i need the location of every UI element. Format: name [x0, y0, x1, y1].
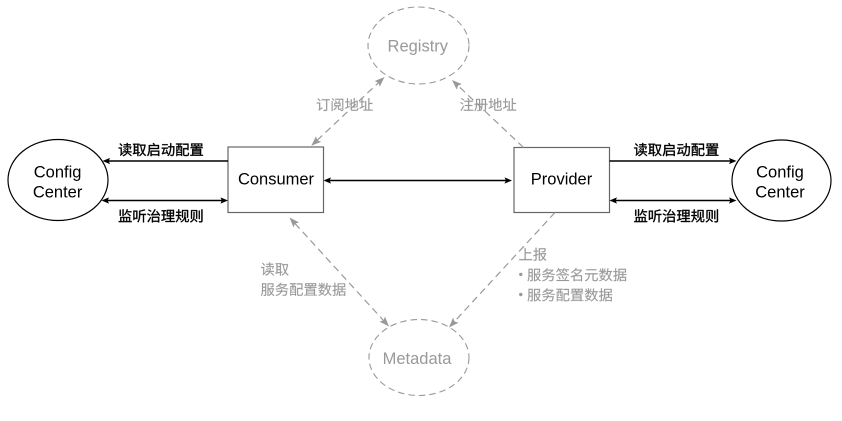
- svg-text:Config: Config: [756, 164, 804, 182]
- svg-text:Metadata: Metadata: [383, 350, 453, 368]
- svg-text:Config: Config: [34, 164, 82, 182]
- svg-text:Consumer: Consumer: [238, 171, 315, 189]
- svg-text:Center: Center: [33, 184, 83, 202]
- svg-text:Provider: Provider: [531, 171, 593, 189]
- svg-text:Registry: Registry: [388, 38, 449, 56]
- svg-text:Center: Center: [755, 184, 805, 202]
